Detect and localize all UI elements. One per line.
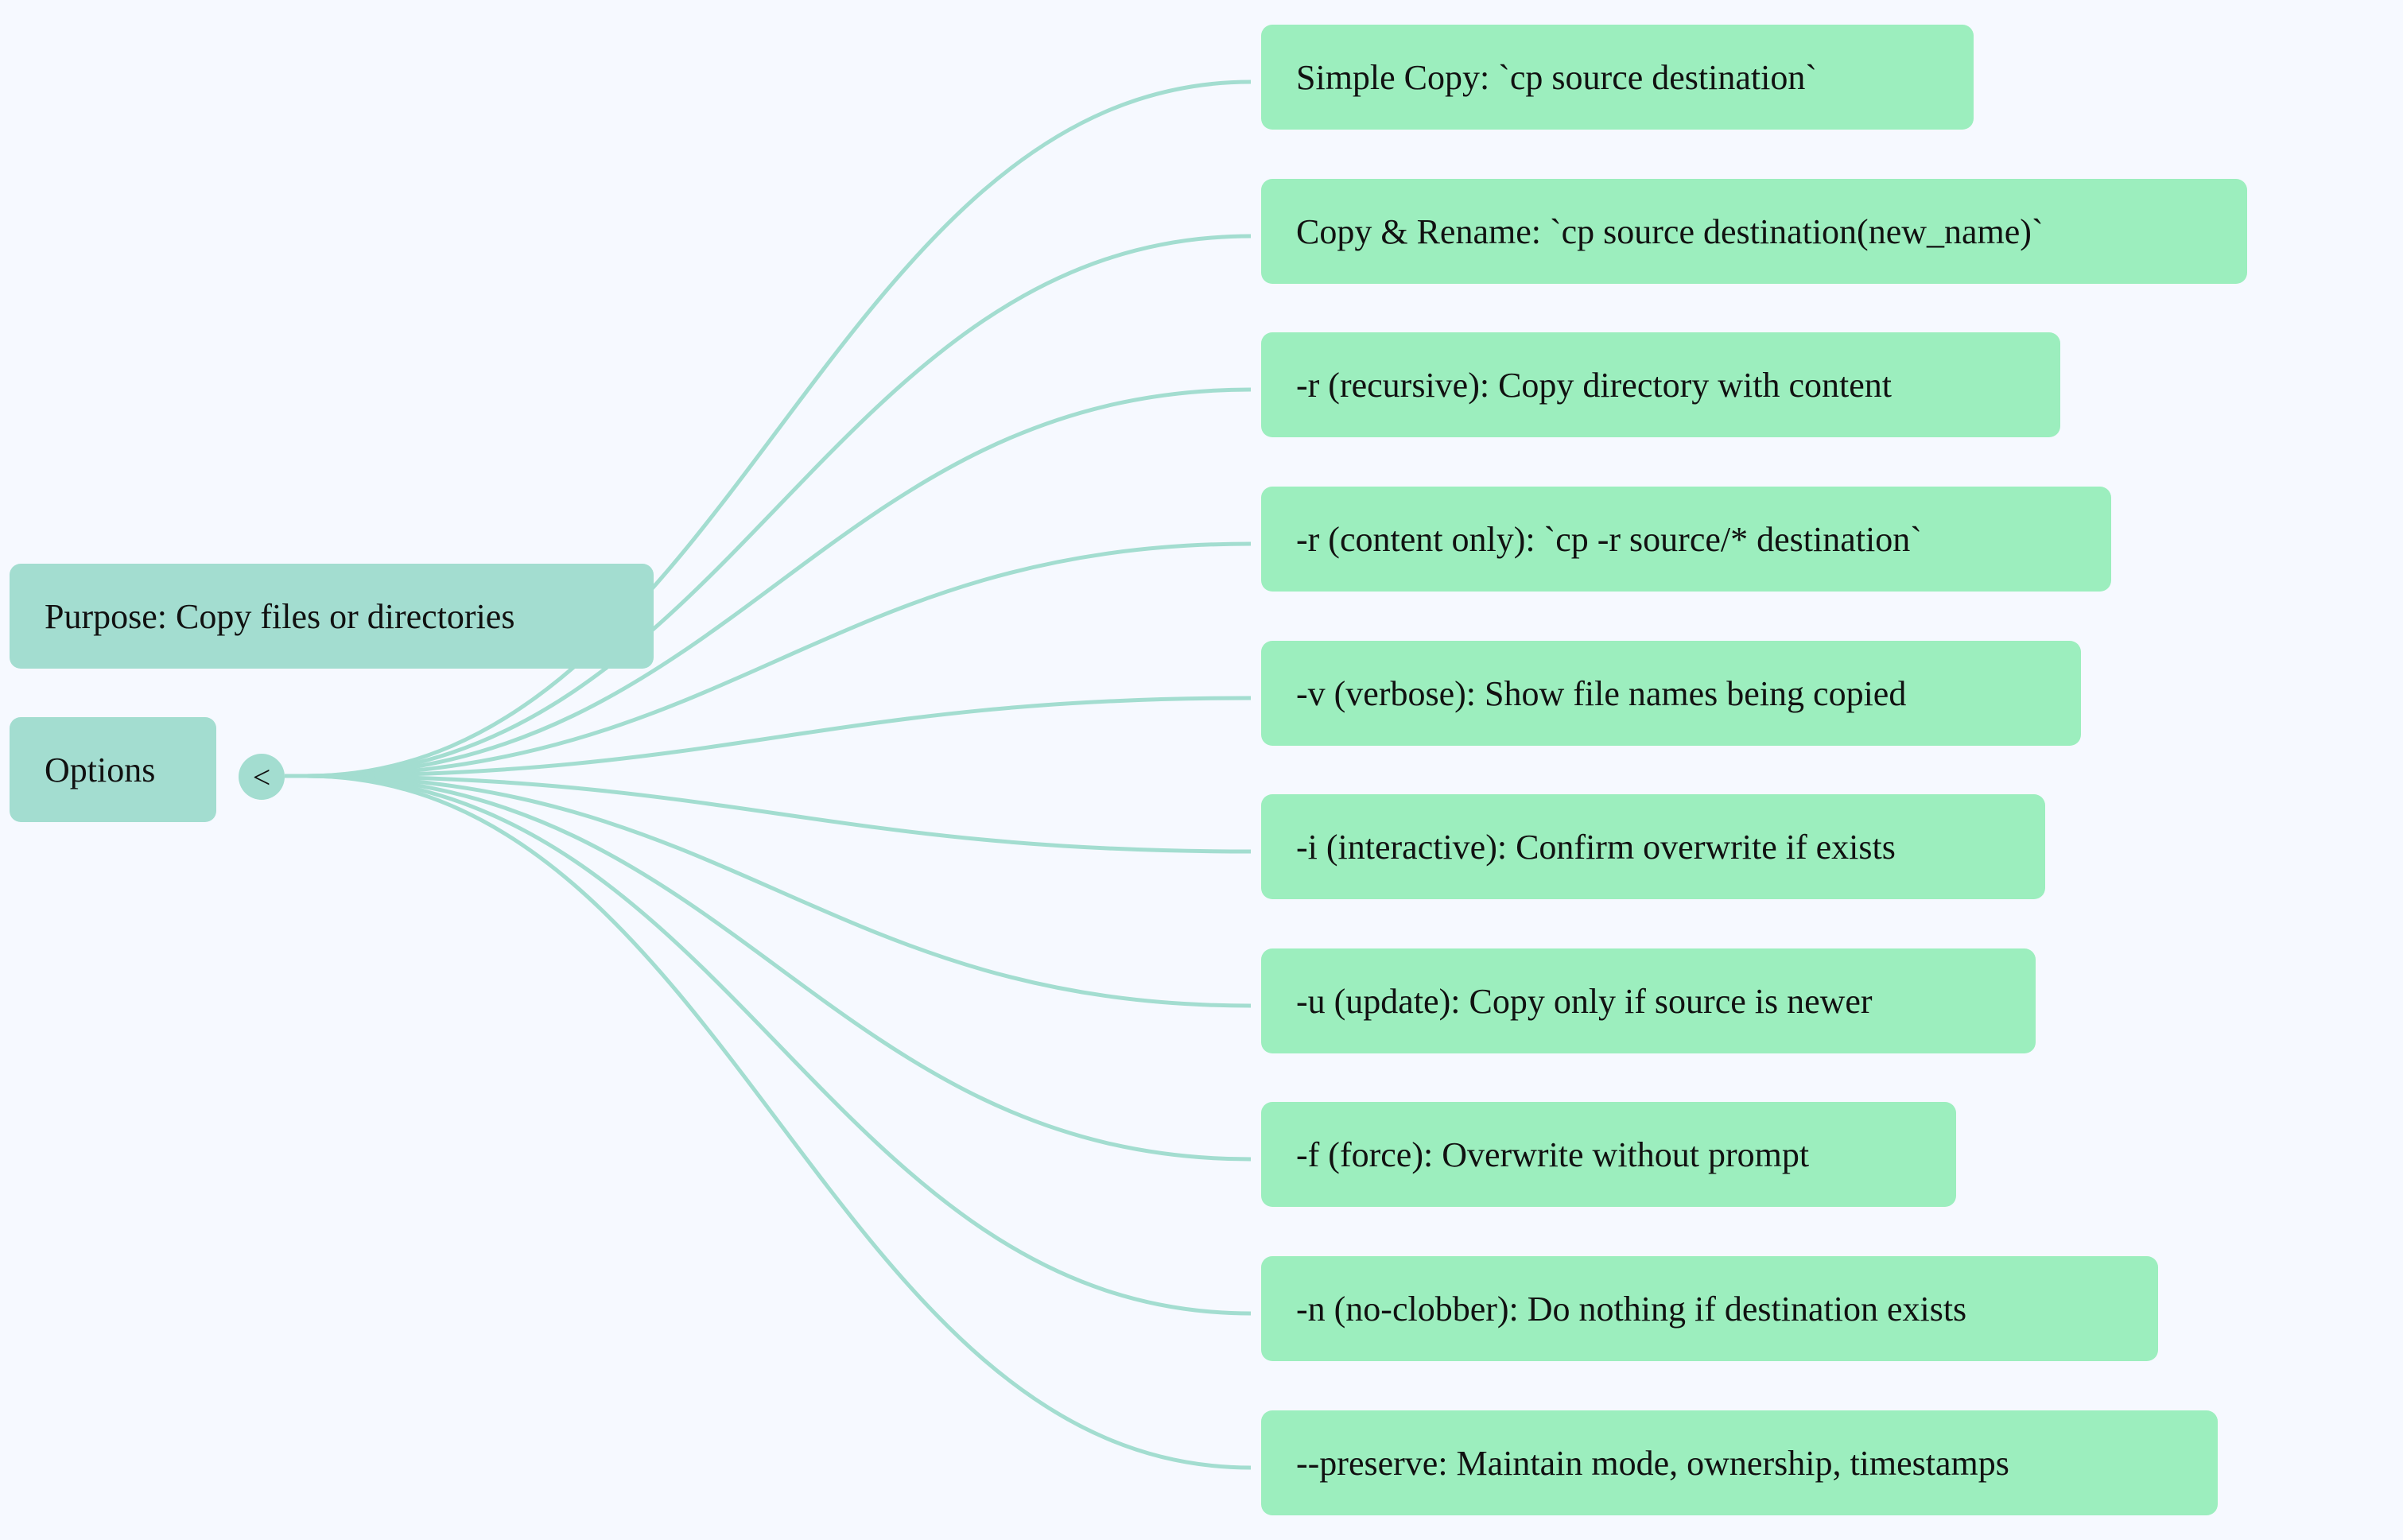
option-label: Simple Copy: `cp source destination` — [1296, 57, 1817, 97]
connector-line-1 — [305, 80, 1252, 778]
options-label: Options — [45, 750, 156, 789]
purpose-label: Purpose: Copy files or directories — [45, 596, 515, 636]
option-label: -u (update): Copy only if source is newe… — [1296, 981, 1873, 1021]
connector-line-10 — [305, 774, 1252, 1470]
option-node-copy-rename[interactable]: Copy & Rename: `cp source destination(ne… — [1261, 179, 2247, 284]
option-label: -r (recursive): Copy directory with cont… — [1296, 365, 1892, 405]
option-node-no-clobber[interactable]: -n (no-clobber): Do nothing if destinati… — [1261, 1256, 2158, 1361]
connector-line-8 — [305, 774, 1252, 1162]
option-label: Copy & Rename: `cp source destination(ne… — [1296, 211, 2044, 251]
chevron-left-icon: < — [252, 758, 271, 795]
connector-line-5 — [305, 696, 1252, 778]
connector-line-2 — [305, 234, 1252, 778]
option-label: --preserve: Maintain mode, ownership, ti… — [1296, 1443, 2009, 1483]
option-node-preserve[interactable]: --preserve: Maintain mode, ownership, ti… — [1261, 1410, 2218, 1515]
option-label: -f (force): Overwrite without prompt — [1296, 1135, 1810, 1174]
collapse-toggle-button[interactable]: < — [239, 754, 285, 800]
options-node[interactable]: Options — [10, 717, 216, 822]
option-node-simple-copy[interactable]: Simple Copy: `cp source destination` — [1261, 25, 1974, 130]
connector-line-4 — [305, 541, 1252, 778]
option-label: -i (interactive): Confirm overwrite if e… — [1296, 827, 1896, 867]
option-node-recursive[interactable]: -r (recursive): Copy directory with cont… — [1261, 332, 2060, 437]
option-node-content-only[interactable]: -r (content only): `cp -r source/* desti… — [1261, 487, 2111, 592]
option-node-verbose[interactable]: -v (verbose): Show file names being copi… — [1261, 641, 2081, 746]
purpose-node[interactable]: Purpose: Copy files or directories — [10, 564, 654, 669]
option-node-interactive[interactable]: -i (interactive): Confirm overwrite if e… — [1261, 794, 2045, 899]
option-label: -n (no-clobber): Do nothing if destinati… — [1296, 1289, 1967, 1329]
option-label: -r (content only): `cp -r source/* desti… — [1296, 519, 1922, 559]
connector-line-3 — [305, 387, 1252, 778]
connector-line-6 — [305, 774, 1252, 854]
option-node-force[interactable]: -f (force): Overwrite without prompt — [1261, 1102, 1956, 1207]
connector-line-7 — [305, 774, 1252, 1008]
option-node-update[interactable]: -u (update): Copy only if source is newe… — [1261, 948, 2036, 1053]
connector-line-9 — [305, 774, 1252, 1316]
option-label: -v (verbose): Show file names being copi… — [1296, 673, 1907, 713]
